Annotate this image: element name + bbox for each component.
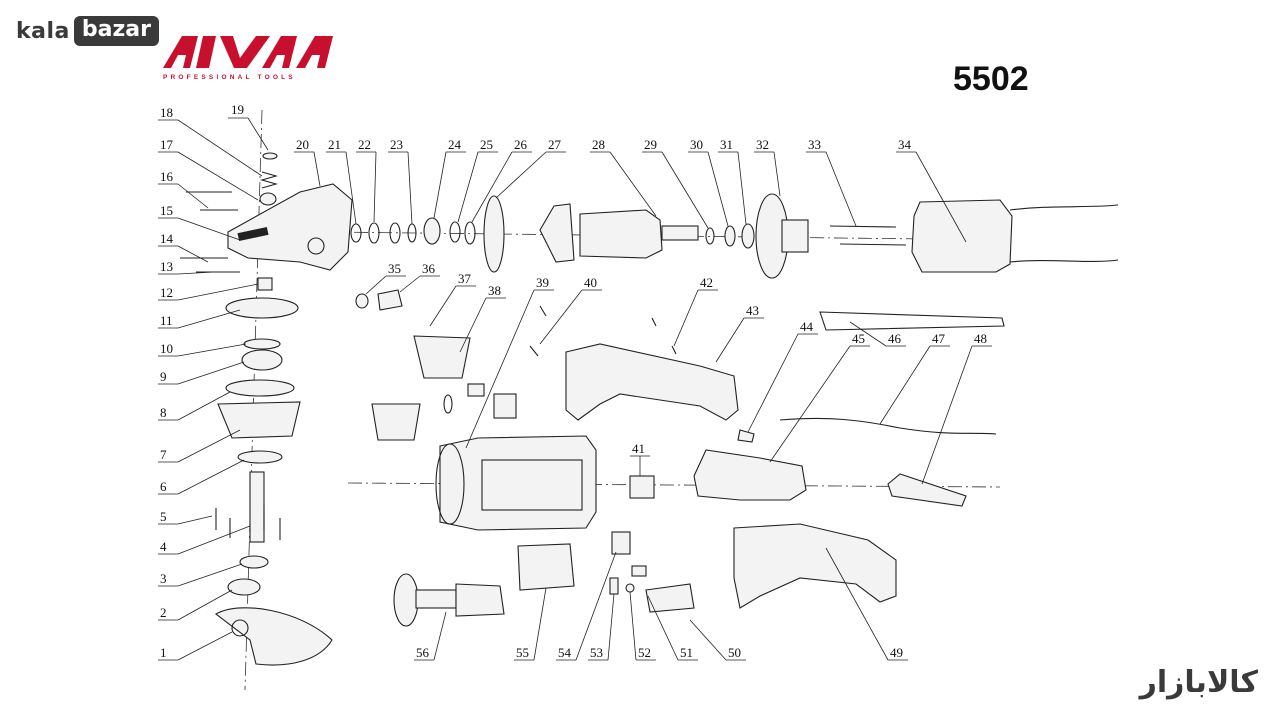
part-label-46: 46	[888, 331, 902, 346]
part-label-14: 14	[160, 231, 174, 246]
part-label-55: 55	[516, 645, 529, 660]
part-label-26: 26	[514, 137, 528, 152]
part-label-19: 19	[231, 102, 244, 117]
part-label-6: 6	[160, 479, 167, 494]
part-label-10: 10	[160, 341, 173, 356]
part-label-44: 44	[800, 319, 814, 334]
bearing-cover	[217, 401, 301, 439]
part-label-9: 9	[160, 369, 167, 384]
side-handle	[455, 583, 505, 617]
part-label-31: 31	[720, 137, 733, 152]
part-label-23: 23	[390, 137, 403, 152]
part-label-17: 17	[160, 137, 174, 152]
switch	[629, 475, 655, 499]
kalabazar-logo[interactable]: kala bazar	[16, 16, 159, 46]
part-label-39: 39	[536, 275, 549, 290]
part-label-21: 21	[328, 137, 341, 152]
part-label-51: 51	[680, 645, 693, 660]
model-number: 5502	[953, 60, 1029, 98]
handle-half-bottom	[733, 523, 897, 609]
part-label-25: 25	[480, 137, 493, 152]
part-label-45: 45	[852, 331, 865, 346]
part-label-7: 7	[160, 447, 167, 462]
part-label-40: 40	[584, 275, 597, 290]
part-label-11: 11	[160, 313, 173, 328]
kalabazar-persian-logo[interactable]: کالابازار	[1139, 665, 1258, 700]
part-label-27: 27	[548, 137, 562, 152]
part-label-47: 47	[932, 331, 946, 346]
part-label-30: 30	[690, 137, 703, 152]
part-label-38: 38	[488, 283, 501, 298]
part-label-50: 50	[728, 645, 741, 660]
armature	[579, 209, 663, 259]
part-label-49: 49	[890, 645, 903, 660]
part-label-34: 34	[898, 137, 912, 152]
kalabazar-logo-kala: kala	[16, 18, 70, 44]
part-label-4: 4	[160, 539, 167, 554]
motor-housing	[439, 435, 597, 531]
stator	[911, 199, 1013, 273]
part-label-24: 24	[448, 137, 462, 152]
gear-housing	[227, 183, 353, 271]
part-label-8: 8	[160, 405, 167, 420]
part-label-52: 52	[638, 645, 651, 660]
part-label-22: 22	[358, 137, 371, 152]
part-label-13: 13	[160, 259, 173, 274]
aiva-brand-logo	[163, 36, 333, 68]
part-label-28: 28	[592, 137, 605, 152]
part-label-41: 41	[632, 441, 645, 456]
kalabazar-logo-bazar: bazar	[73, 16, 159, 46]
part-label-53: 53	[590, 645, 603, 660]
handle-bottom	[693, 449, 807, 501]
part-label-56: 56	[416, 645, 430, 660]
part-label-16: 16	[160, 169, 174, 184]
part-label-15: 15	[160, 203, 173, 218]
part-label-20: 20	[296, 137, 309, 152]
part-label-42: 42	[700, 275, 713, 290]
part-label-35: 35	[388, 261, 401, 276]
part-label-43: 43	[746, 303, 759, 318]
part-label-48: 48	[974, 331, 987, 346]
part-label-5: 5	[160, 509, 167, 524]
part-label-54: 54	[558, 645, 572, 660]
part-label-37: 37	[458, 271, 472, 286]
part-label-33: 33	[808, 137, 821, 152]
part-label-36: 36	[422, 261, 436, 276]
part-label-12: 12	[160, 285, 173, 300]
part-label-18: 18	[160, 105, 173, 120]
part-label-3: 3	[160, 571, 167, 586]
brand-tagline: PROFESSIONAL TOOLS	[163, 74, 296, 81]
bevel-gear	[483, 195, 505, 273]
part-label-32: 32	[756, 137, 769, 152]
part-label-2: 2	[160, 605, 167, 620]
handle-half-top	[565, 343, 739, 421]
wheel-guard	[215, 607, 333, 666]
part-label-29: 29	[644, 137, 657, 152]
part-label-1: 1	[160, 645, 167, 660]
